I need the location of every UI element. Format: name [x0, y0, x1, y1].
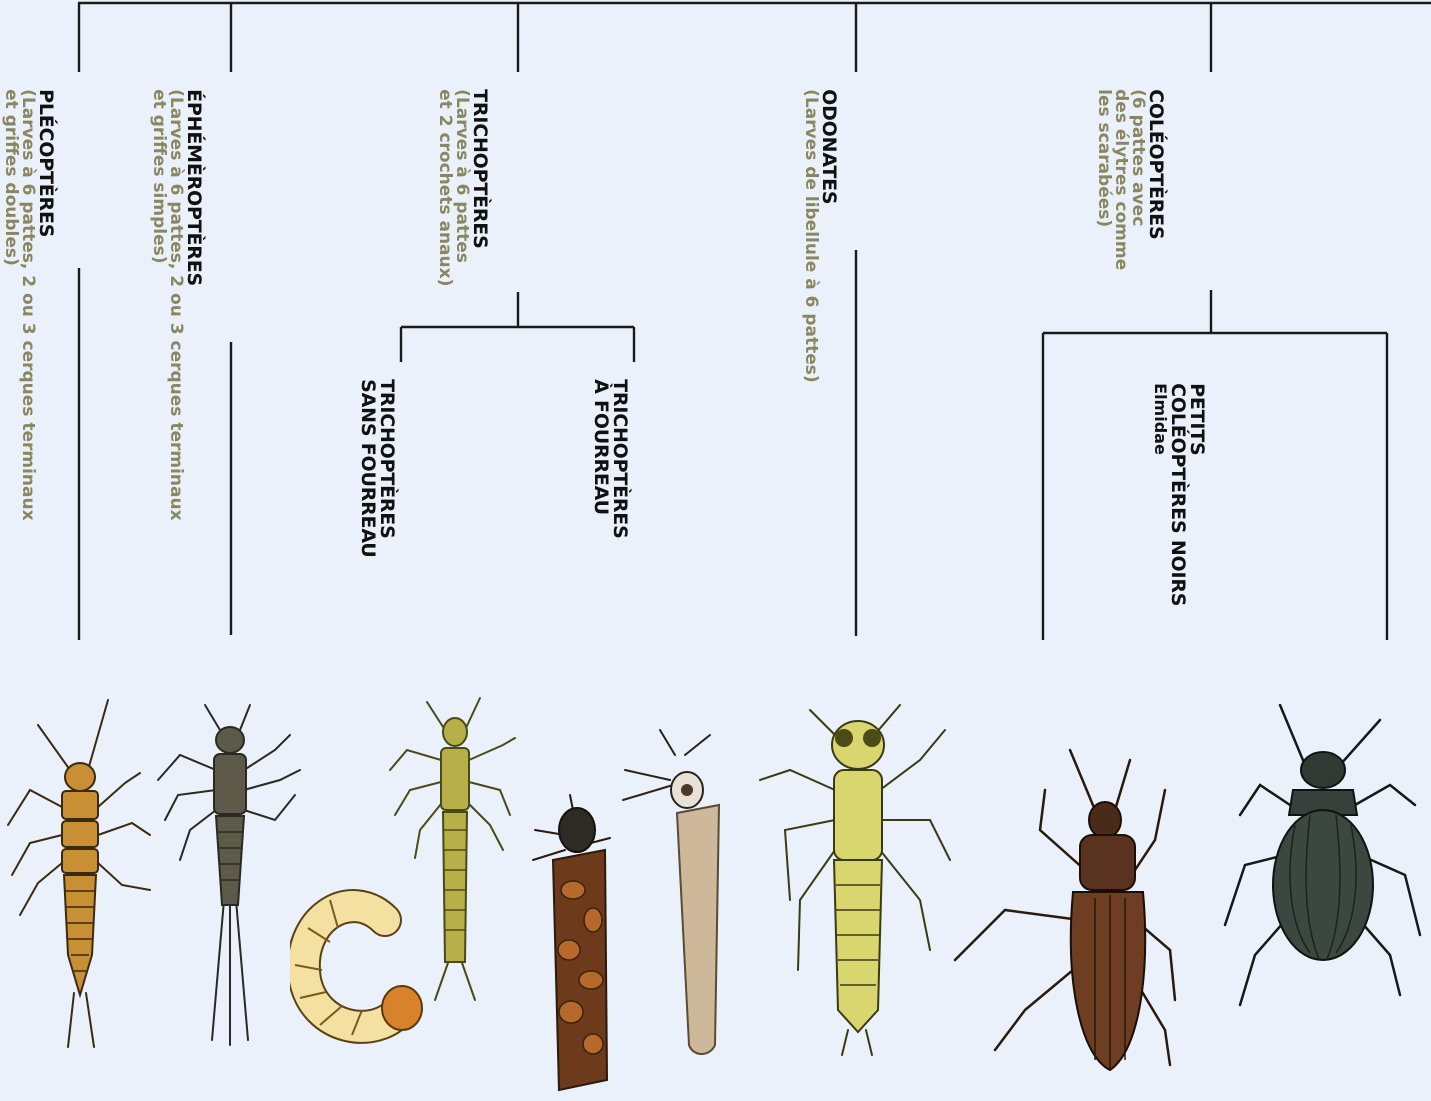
plecopteres-desc-line-1: (Larves à 6 pattes, 2 ou 3 cerques termi… — [18, 89, 38, 520]
plecopteres-title: PLÉCOPTÈRES — [35, 89, 57, 237]
trichopteres-sans-fourreau-label: TRICHOPTÈRES SANS FOURREAU — [358, 368, 412, 557]
black-beetle-icon — [1215, 695, 1431, 1025]
a-fourreau-title-line-1: TRICHOPTÈRES — [609, 379, 631, 538]
coleopteres-desc-line-2: des élytres comme — [1111, 89, 1131, 270]
ephemeropteres-desc-line-2: et griffes simples) — [149, 89, 169, 263]
ephemeropteres-title: ÉPHÉMÈROPTÈRES — [183, 89, 205, 286]
petits-coleopteres-title-line-2: COLÉOPTÈRES NOIRS — [1167, 383, 1189, 606]
brown-beetle-icon — [945, 720, 1185, 1080]
trichopteres-a-fourreau-label: TRICHOPTÈRES À FOURREAU — [591, 368, 645, 539]
odonates-title: ODONATES — [818, 89, 840, 204]
coleopteres-title: COLÉOPTÈRES — [1145, 89, 1167, 239]
stonefly-larva-icon — [0, 695, 160, 1055]
ephemeropteres-label: ÉPHÉMÈROPTÈRES (Larves à 6 pattes, 2 ou … — [150, 78, 219, 521]
trichopteres-label: TRICHOPTÈRES (Larves à 6 pattes et 2 cro… — [436, 78, 505, 286]
odonates-label: ODONATES (Larves de libellule à 6 pattes… — [802, 78, 854, 383]
stone-case-caddis-icon — [525, 790, 625, 1100]
odonates-desc-line-1: (Larves de libellule à 6 pattes) — [801, 89, 821, 383]
petits-coleopteres-sub: Elmidae — [1151, 383, 1170, 455]
a-fourreau-title-line-2: À FOURREAU — [590, 379, 612, 515]
coleopteres-desc-line-3: les scarabées) — [1094, 89, 1114, 227]
trichopteres-desc-line-1: (Larves à 6 pattes — [452, 89, 472, 263]
petits-coleopteres-label: PETITS COLÉOPTÈRES NOIRS Elmidae — [1152, 372, 1222, 606]
dragonfly-larva-icon — [750, 700, 965, 1060]
petits-coleopteres-title-line-1: PETITS — [1186, 383, 1208, 455]
plecopteres-desc-line-2: et griffes doubles) — [1, 89, 21, 266]
coleopteres-desc-line-1: (6 pattes avec — [1128, 89, 1148, 226]
plecopteres-label: PLÉCOPTÈRES (Larves à 6 pattes, 2 ou 3 c… — [2, 78, 71, 521]
caseless-caddis-larva-icon — [385, 690, 525, 1010]
sans-fourreau-title-line-1: TRICHOPTÈRES — [376, 379, 398, 538]
tube-case-caddis-icon — [615, 725, 740, 1060]
coleopteres-label: COLÉOPTÈRES (6 pattes avec des élytres c… — [1095, 78, 1181, 270]
ephemeropteres-desc-line-1: (Larves à 6 pattes, 2 ou 3 cerques termi… — [166, 89, 186, 520]
mayfly-larva-icon — [150, 700, 310, 1050]
trichopteres-title: TRICHOPTÈRES — [469, 89, 491, 248]
sans-fourreau-title-line-2: SANS FOURREAU — [357, 379, 379, 557]
trichopteres-desc-line-2: et 2 crochets anaux) — [435, 89, 455, 286]
